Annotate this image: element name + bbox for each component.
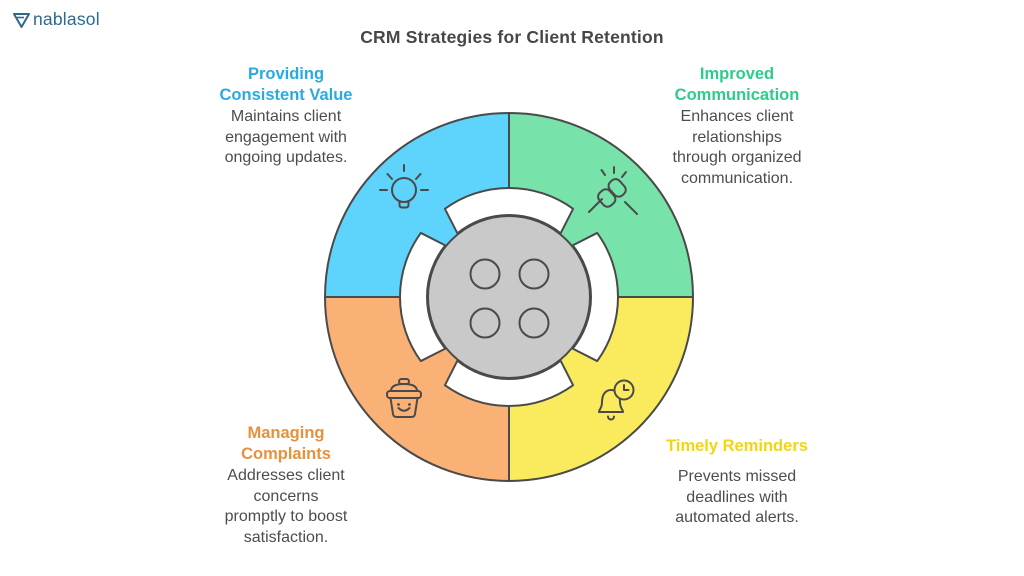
logo-text: nablasol <box>33 9 100 29</box>
button-hole <box>518 307 550 339</box>
section-body: Maintains client engagement with ongoing… <box>224 108 348 166</box>
section-providing-consistent-value: Providing Consistent Value Maintains cli… <box>170 64 402 169</box>
lightbulb-icon <box>379 164 429 209</box>
section-improved-communication: Improved Communication Enhances client r… <box>621 64 853 189</box>
section-heading: Providing Consistent Value <box>219 65 353 104</box>
crm-wheel-diagram <box>299 87 719 507</box>
section-body: Addresses client concerns promptly to bo… <box>224 467 348 546</box>
section-heading: Timely Reminders <box>666 437 808 455</box>
button-hole <box>518 258 550 290</box>
nabla-triangle-icon <box>13 12 30 28</box>
page-title: CRM Strategies for Client Retention <box>360 27 664 47</box>
button-hole <box>469 258 501 290</box>
section-timely-reminders: Timely Reminders Prevents missed deadlin… <box>621 436 853 529</box>
basket-smiley-icon <box>386 378 422 418</box>
nablasol-logo: nablasol <box>12 9 100 30</box>
section-body: Prevents missed deadlines with automated… <box>675 468 799 526</box>
bell-clock-icon <box>598 379 635 421</box>
center-circle <box>427 215 591 379</box>
handshake-icon <box>588 166 638 215</box>
section-heading: Improved Communication <box>674 65 800 104</box>
button-hole <box>469 307 501 339</box>
section-heading: Managing Complaints <box>241 424 331 463</box>
section-body: Enhances client relationships through or… <box>672 108 802 187</box>
section-managing-complaints: Managing Complaints Addresses client con… <box>170 423 402 548</box>
wheel-svg <box>324 112 694 482</box>
